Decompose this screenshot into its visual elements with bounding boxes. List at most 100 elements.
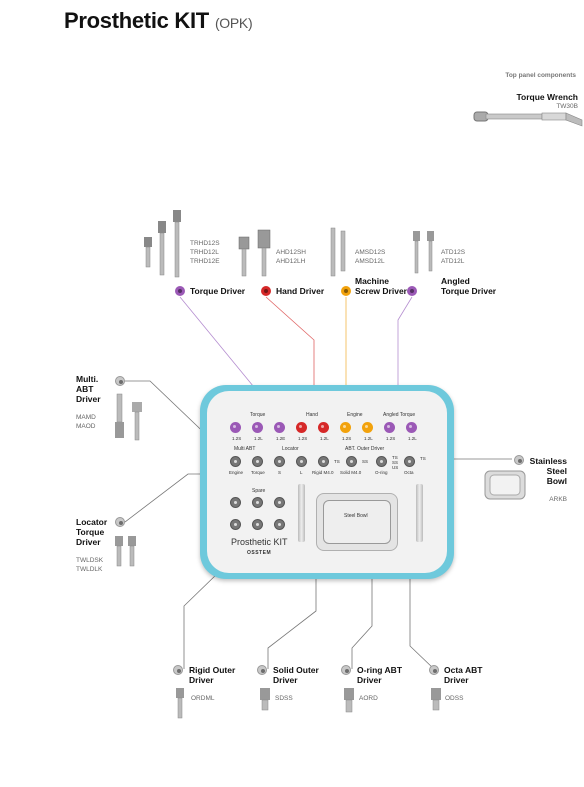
torque-wrench-name: Torque Wrench <box>516 92 578 102</box>
tray-group-locator: Locator <box>282 446 299 452</box>
tray-label-solid: Solid M4.0 <box>340 470 362 475</box>
tray-slot-hand-1-2l <box>318 422 329 433</box>
angled-torque-driver-marker <box>407 286 417 296</box>
locator-torque-driver-code-2: TWLDLK <box>76 566 103 573</box>
tray-group-abt-outer-driver: ABT. Outer Driver <box>345 446 385 452</box>
locator-torque-driver-image <box>115 536 136 567</box>
locator-torque-driver-name-2: Torque <box>76 527 105 537</box>
tray-slot-torque-1-2s <box>230 422 241 433</box>
multi-abt-driver-image <box>115 393 142 441</box>
rigid-outer-driver-marker <box>173 665 183 675</box>
tray-slot-angled-1-2s <box>384 422 395 433</box>
torque-driver-image <box>144 210 181 278</box>
machine-screw-driver-code-2: AMSD12L <box>355 258 385 265</box>
multi-abt-driver-name-2: ABT <box>76 384 94 394</box>
tray-ts-label-2: SS <box>362 459 369 464</box>
tray-spare-1 <box>230 497 241 508</box>
oring-abt-driver-name-1: O-ring ABT <box>357 665 403 675</box>
solid-outer-driver-code: SDSS <box>275 695 293 702</box>
tray-group-torque: Torque <box>250 412 266 418</box>
torque-driver-code-2: TRHD12L <box>190 249 219 256</box>
rigid-outer-driver-image <box>176 688 184 719</box>
tray-ts-label-5: US <box>392 465 399 470</box>
tray-group-spare: Spare <box>252 488 266 494</box>
solid-outer-driver-image <box>260 688 270 711</box>
octa-abt-driver-marker <box>429 665 439 675</box>
oring-abt-driver-code: AORD <box>359 695 378 702</box>
tray-group-hand: Hand <box>306 412 318 418</box>
tray-ts-label-octa: TS <box>420 456 426 461</box>
machine-screw-driver-name-1: Machine <box>355 276 390 286</box>
tray-ts-label-3: TS <box>392 455 398 460</box>
tray-size-3: 1.2E <box>276 436 286 441</box>
tray-label-engine: Engine <box>229 470 244 475</box>
multi-abt-driver-code-2: MAOD <box>76 423 96 430</box>
tray-brand: Prosthetic KIT <box>231 537 288 547</box>
tray-bowl-label: Steel Bowl <box>344 513 368 519</box>
octa-abt-driver-code: ODSS <box>445 695 464 702</box>
torque-wrench-image <box>473 111 583 127</box>
tray-socket-locator-s <box>274 456 285 467</box>
multi-abt-driver-name-1: Multi. <box>76 374 99 384</box>
angled-torque-driver-code-1: ATD12S <box>441 249 466 256</box>
tray-maker-logo: OSSTEM <box>247 550 272 556</box>
stainless-bowl-name-2: Steel <box>546 466 567 476</box>
tray-size-1: 1.2S <box>232 436 242 441</box>
tray-socket-engine <box>230 456 241 467</box>
tray-group-angled-torque: Angled Torque <box>383 412 416 418</box>
tray-socket-rigid <box>318 456 329 467</box>
tray-label-octa: Octa <box>404 470 414 475</box>
locator-torque-driver-name-1: Locator <box>76 517 108 527</box>
torque-driver-marker <box>175 286 185 296</box>
hand-driver-code-2: AHD12LH <box>276 258 306 265</box>
machine-screw-driver-code-1: AMSD12S <box>355 249 386 256</box>
tray-label-oring: O-ring <box>375 470 388 475</box>
tray-slot-torque-1-2e <box>274 422 285 433</box>
tray-socket-octa <box>404 456 415 467</box>
hand-driver-code-1: AHD12SH <box>276 249 306 256</box>
oring-abt-driver-name-2: Driver <box>357 675 382 685</box>
hand-driver-marker <box>261 286 271 296</box>
octa-abt-driver-name-1: Octa ABT <box>444 665 483 675</box>
tray-group-multi-abt: Multi ABT <box>234 446 256 452</box>
rigid-outer-driver-code: ORDML <box>191 695 215 702</box>
tray-socket-solid <box>346 456 357 467</box>
solid-outer-driver-marker <box>257 665 267 675</box>
hand-driver-image <box>238 229 271 277</box>
tray-label-rigid: Rigid M4.0 <box>312 470 334 475</box>
tray-size-7: 1.2L <box>364 436 373 441</box>
stainless-bowl-image <box>484 470 526 500</box>
tray-slot-hand-1-2s <box>296 422 307 433</box>
torque-driver-name: Torque Driver <box>190 286 246 296</box>
tray-spare-5 <box>252 519 263 530</box>
multi-abt-driver-name-3: Driver <box>76 394 101 404</box>
stainless-bowl-code: ARKB <box>549 496 567 503</box>
torque-driver-code-1: TRHD12S <box>190 240 220 247</box>
tray-size-8: 1.2S <box>386 436 396 441</box>
page-subtitle: (OPK) <box>214 15 253 31</box>
rigid-outer-driver-name-1: Rigid Outer <box>189 665 236 675</box>
machine-screw-driver-image <box>330 227 346 277</box>
locator-torque-driver-code-1: TWLDSK <box>76 557 104 564</box>
oring-abt-driver-image <box>344 688 354 713</box>
multi-abt-driver-marker <box>115 376 125 386</box>
oring-abt-driver-marker <box>341 665 351 675</box>
hand-driver-name: Hand Driver <box>276 286 325 296</box>
stainless-bowl-name-3: Bowl <box>546 476 567 486</box>
tray-spare-2 <box>252 497 263 508</box>
locator-torque-driver-name-3: Driver <box>76 537 101 547</box>
multi-abt-driver-code-1: MAMD <box>76 414 96 421</box>
locator-torque-driver-marker <box>115 517 125 527</box>
stainless-bowl-name-1: Stainless <box>529 456 567 466</box>
machine-screw-driver-name-2: Screw Driver <box>355 286 407 296</box>
angled-torque-driver-name-2: Torque Driver <box>441 286 497 296</box>
machine-screw-driver-marker <box>341 286 351 296</box>
tray-group-engine: Engine <box>347 412 363 418</box>
tray-socket-locator-l <box>296 456 307 467</box>
angled-torque-driver-image <box>413 231 434 274</box>
tray-slot-angled-1-2l <box>406 422 417 433</box>
stainless-bowl-marker <box>514 455 524 465</box>
page-title: Prosthetic KIT(OPK) <box>64 8 253 33</box>
tray-divider-right <box>416 484 423 542</box>
tray-divider-left <box>298 484 305 542</box>
